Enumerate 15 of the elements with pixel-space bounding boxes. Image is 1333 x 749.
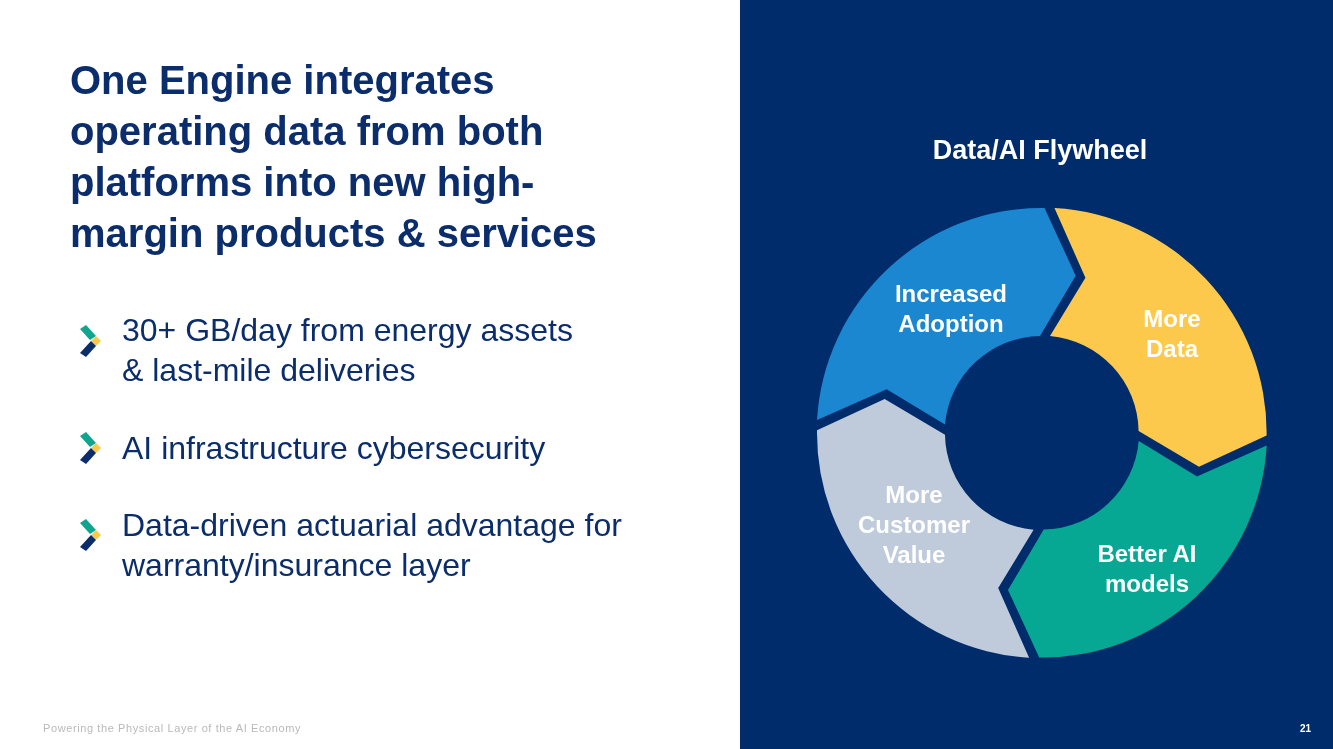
- slide-title: One Engine integrates operating data from both platforms into new high-margin products & services: [70, 57, 598, 257]
- footer-text: Powering the Physical Layer of the AI Economy: [43, 721, 302, 735]
- bullet-text: AI infrastructure cybersecurity: [122, 429, 547, 468]
- cycle-segment: [817, 208, 1077, 425]
- cycle-segment: [1050, 208, 1267, 468]
- segment-label: Better AI models: [1096, 539, 1198, 599]
- segment-label: More Data: [1142, 304, 1202, 364]
- section-heading: Data/AI Flywheel: [932, 134, 1148, 166]
- cycle-segment: [1007, 441, 1267, 658]
- segment-label: Increased Adoption: [893, 279, 1008, 339]
- bullet-text: Data-driven actuarial advantage for warranty/insurance layer: [122, 506, 623, 585]
- cycle-segment: [817, 398, 1034, 658]
- segment-label: More Customer Value: [856, 480, 971, 570]
- page-number: 21: [1300, 723, 1312, 735]
- bullet-text: 30+ GB/day from energy assets & last-mile deliveries: [122, 311, 574, 390]
